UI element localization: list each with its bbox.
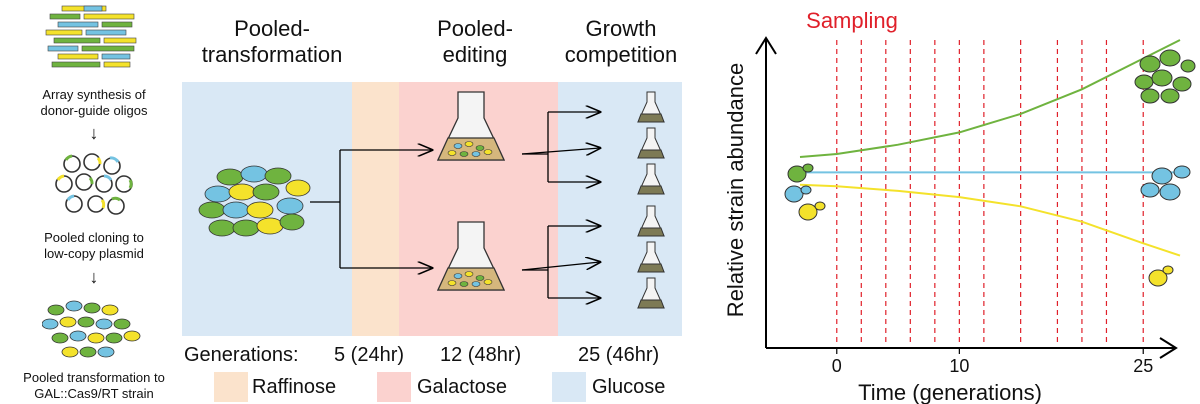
yellow-strain-icon (1148, 265, 1174, 287)
series-line (799, 183, 1181, 257)
small-flask-icon (637, 91, 665, 123)
legend-glucose: Glucose (592, 376, 666, 398)
yeast-pool-small-icon (42, 300, 141, 358)
step-pooled-cloning-line1: Pooled cloning to (44, 230, 144, 245)
sampling-title: Sampling (806, 8, 898, 33)
step-pooled-transformation-line1: Pooled transformation to (23, 370, 165, 385)
x-tick-label: 0 (832, 356, 842, 376)
start-strains-icon (784, 163, 826, 221)
x-axis-label: Time (generations) (858, 380, 1042, 404)
generation-25: 25 (46hr) (578, 344, 660, 366)
sampling-lines (836, 40, 1144, 346)
step-array-synthesis-line1: Array synthesis of (42, 87, 146, 102)
generations-label: Generations: (184, 344, 299, 366)
legend-galactose: Galactose (417, 376, 508, 398)
small-flask-icon (637, 205, 665, 237)
stage-transformation-line2: transformation (201, 42, 343, 67)
editing-flow-diagram (198, 91, 665, 309)
small-flask-icon (637, 241, 665, 273)
stage-competition-line2: competition (564, 42, 678, 67)
flask-icon (436, 221, 506, 291)
oligo-array-icon (45, 5, 137, 68)
generation-5: 5 (24hr) (334, 344, 405, 366)
small-flask-icon (637, 127, 665, 159)
stage-competition-heading: Growth competition (546, 16, 696, 68)
step-pooled-cloning: Pooled cloning to low-copy plasmid (0, 230, 188, 262)
stage-editing-line2: editing (442, 42, 508, 67)
stage-editing-line1: Pooled- (437, 16, 513, 41)
down-arrow-icon: ↓ (89, 123, 99, 143)
step-pooled-transformation: Pooled transformation to GAL::Cas9/RT st… (0, 370, 188, 402)
step-array-synthesis: Array synthesis of donor-guide oligos (0, 87, 188, 119)
yeast-pool-icon (198, 165, 311, 237)
green-strains-icon (1134, 49, 1196, 104)
stage-transformation-line1: Pooled- (234, 16, 310, 41)
series-lines (799, 39, 1181, 257)
x-ticks: 0 10 25 (832, 348, 1153, 376)
down-arrow-icon: ↓ (89, 267, 99, 287)
galactose-swatch (377, 372, 411, 402)
generation-12: 12 (48hr) (440, 344, 522, 366)
y-axis-label: Relative strain abundance (723, 63, 748, 317)
series-line (799, 39, 1181, 158)
raffinose-overlay-band (352, 82, 399, 336)
plasmid-pool-icon (55, 153, 133, 215)
step-pooled-cloning-line2: low-copy plasmid (44, 246, 144, 261)
x-tick-label: 25 (1133, 356, 1153, 376)
step-pooled-transformation-line2: GAL::Cas9/RT strain (34, 386, 154, 401)
raffinose-swatch (214, 372, 248, 402)
blue-strains-icon (1140, 165, 1191, 201)
axes (755, 36, 1178, 359)
small-flask-icon (637, 277, 665, 309)
x-tick-label: 10 (949, 356, 969, 376)
step-array-synthesis-line2: donor-guide oligos (40, 103, 148, 118)
small-flask-icon (637, 163, 665, 195)
abundance-chart: Sampling Relative strain abundance Time … (723, 8, 1196, 404)
glucose-swatch (552, 372, 586, 402)
stage-editing-heading: Pooled- editing (410, 16, 540, 68)
stage-transformation-heading: Pooled- transformation (182, 16, 362, 68)
flask-icon (436, 91, 506, 161)
glucose-band (558, 82, 682, 336)
stage-competition-line1: Growth (585, 16, 657, 41)
legend-raffinose: Raffinose (252, 376, 337, 398)
